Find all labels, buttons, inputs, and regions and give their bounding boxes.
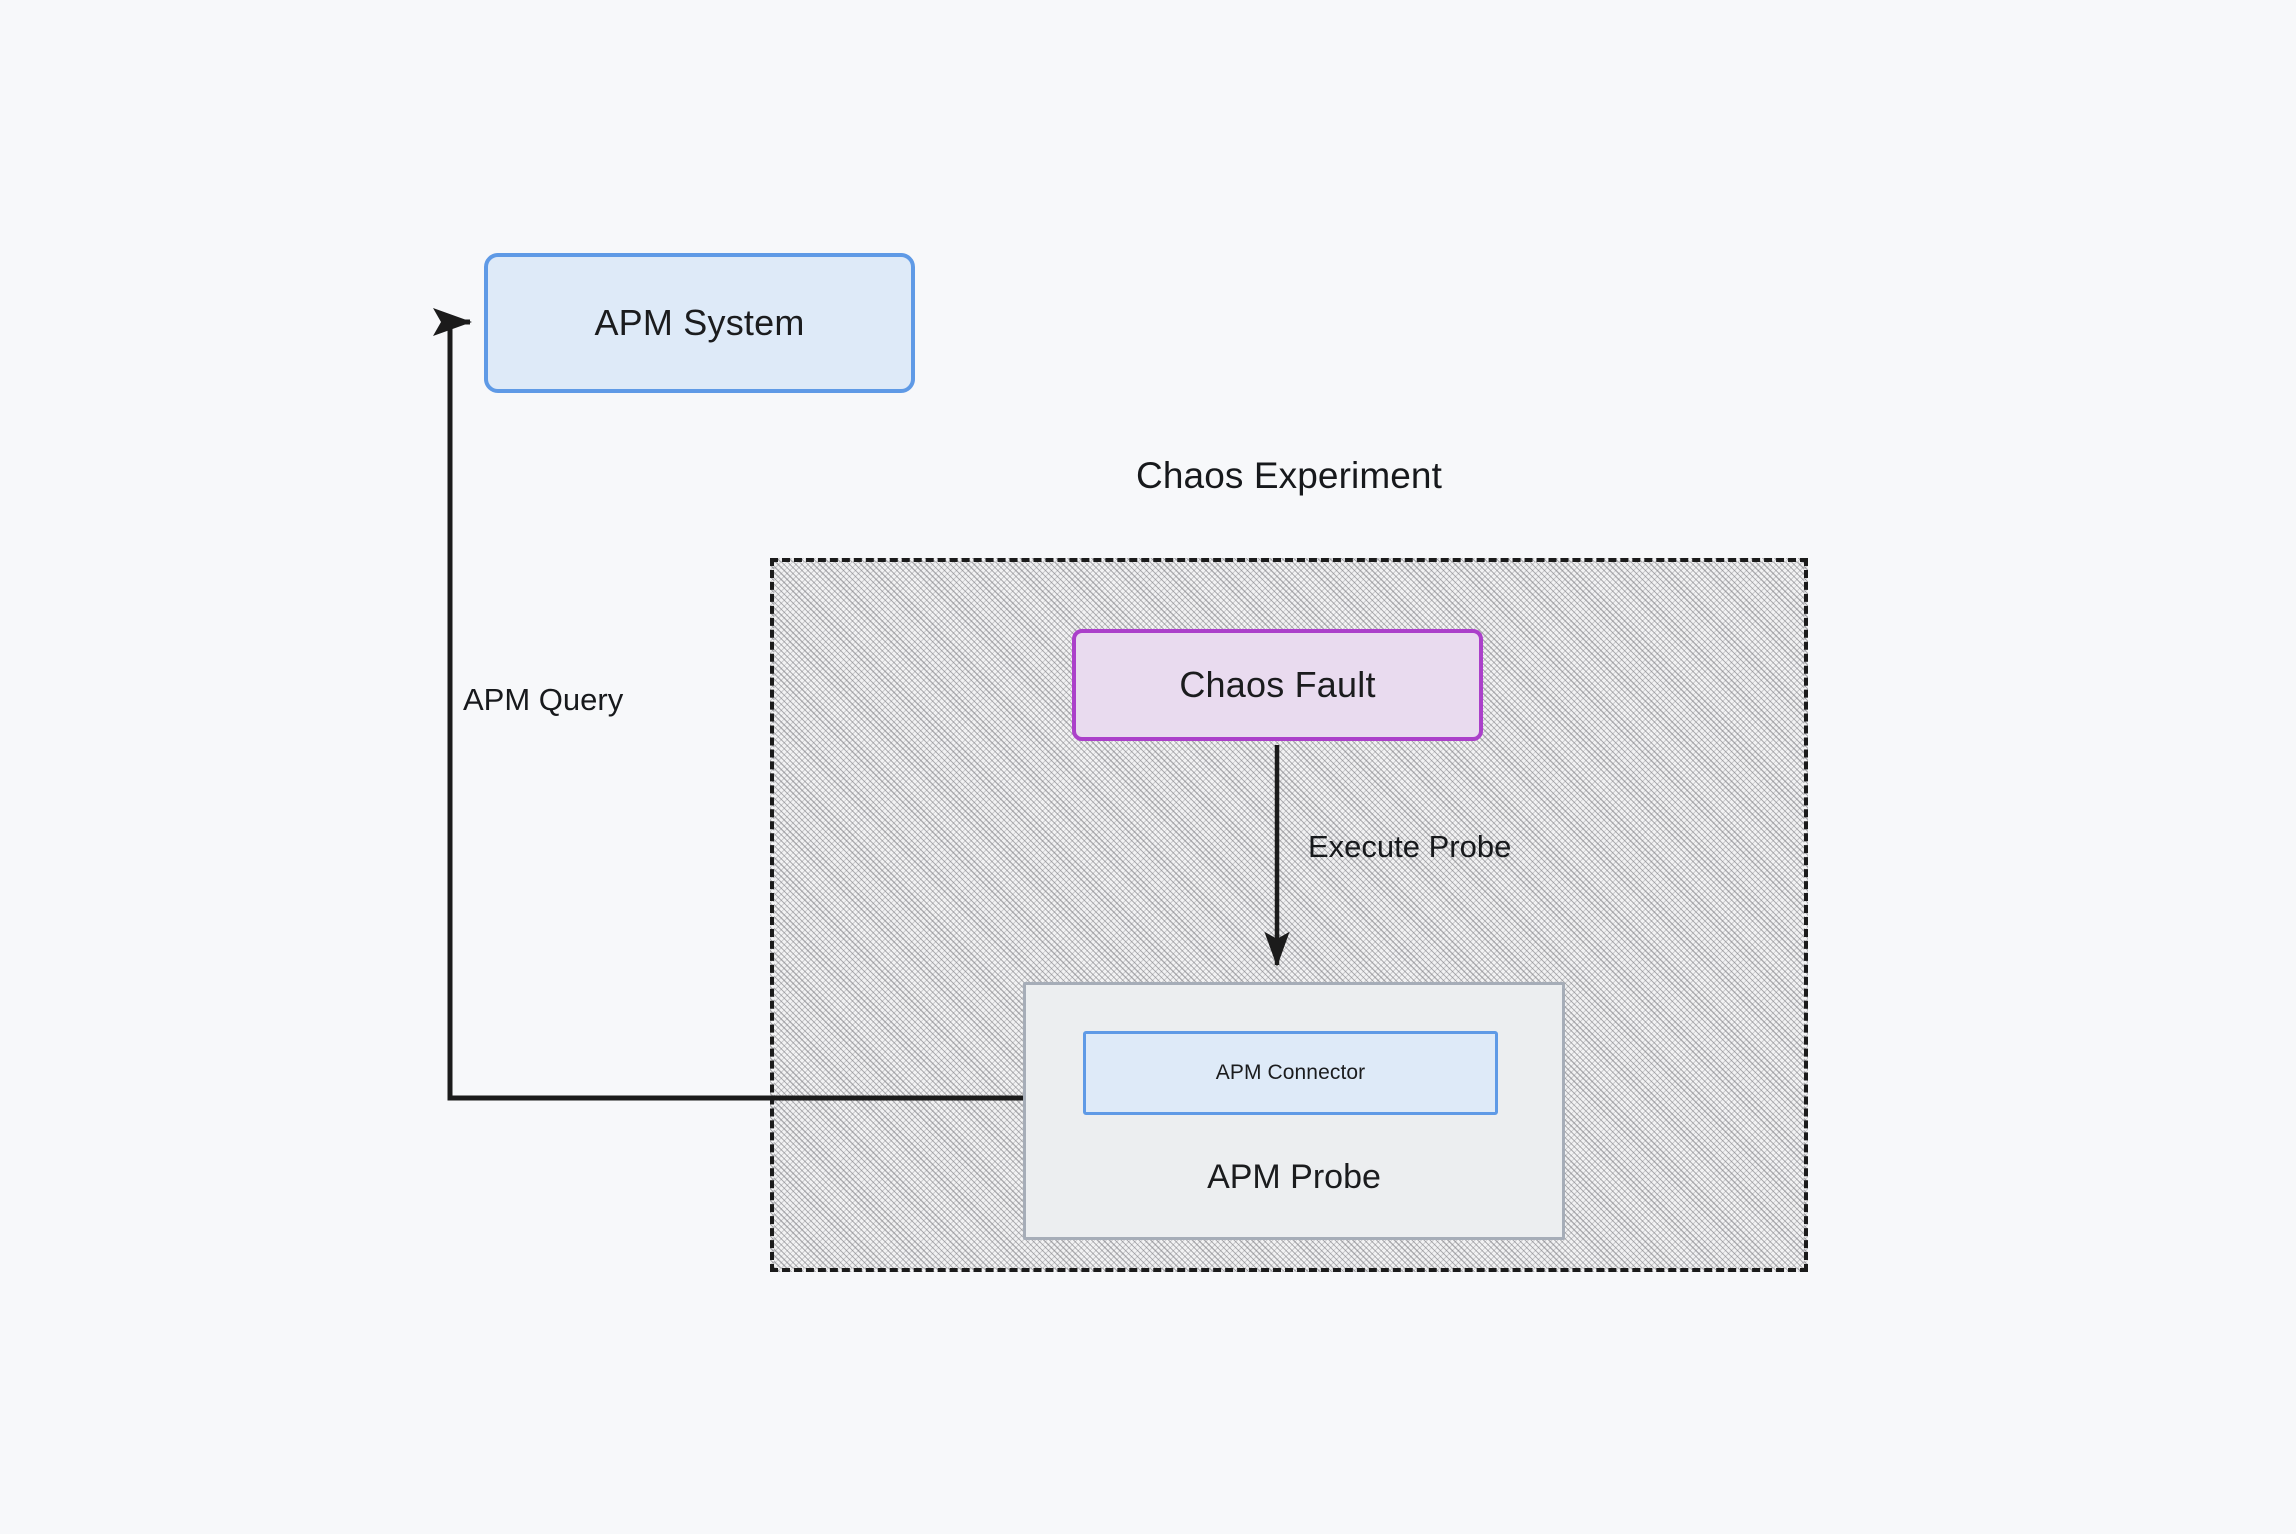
node-apm-system-label: APM System — [594, 302, 805, 343]
node-apm-connector-label: APM Connector — [1215, 1061, 1366, 1084]
node-apm-probe-label: APM Probe — [1207, 1158, 1381, 1196]
node-chaos-fault-label: Chaos Fault — [1179, 664, 1376, 705]
node-apm-system[interactable]: APM System — [484, 253, 915, 393]
node-apm-connector[interactable]: APM Connector — [1083, 1031, 1498, 1115]
edge-label-execute-probe: Execute Probe — [1308, 829, 1512, 864]
node-chaos-fault[interactable]: Chaos Fault — [1072, 629, 1483, 741]
chaos-experiment-title: Chaos Experiment — [1136, 455, 1442, 496]
node-apm-probe[interactable]: APM Connector APM Probe — [1023, 982, 1565, 1240]
edge-label-apm-query: APM Query — [463, 682, 624, 717]
